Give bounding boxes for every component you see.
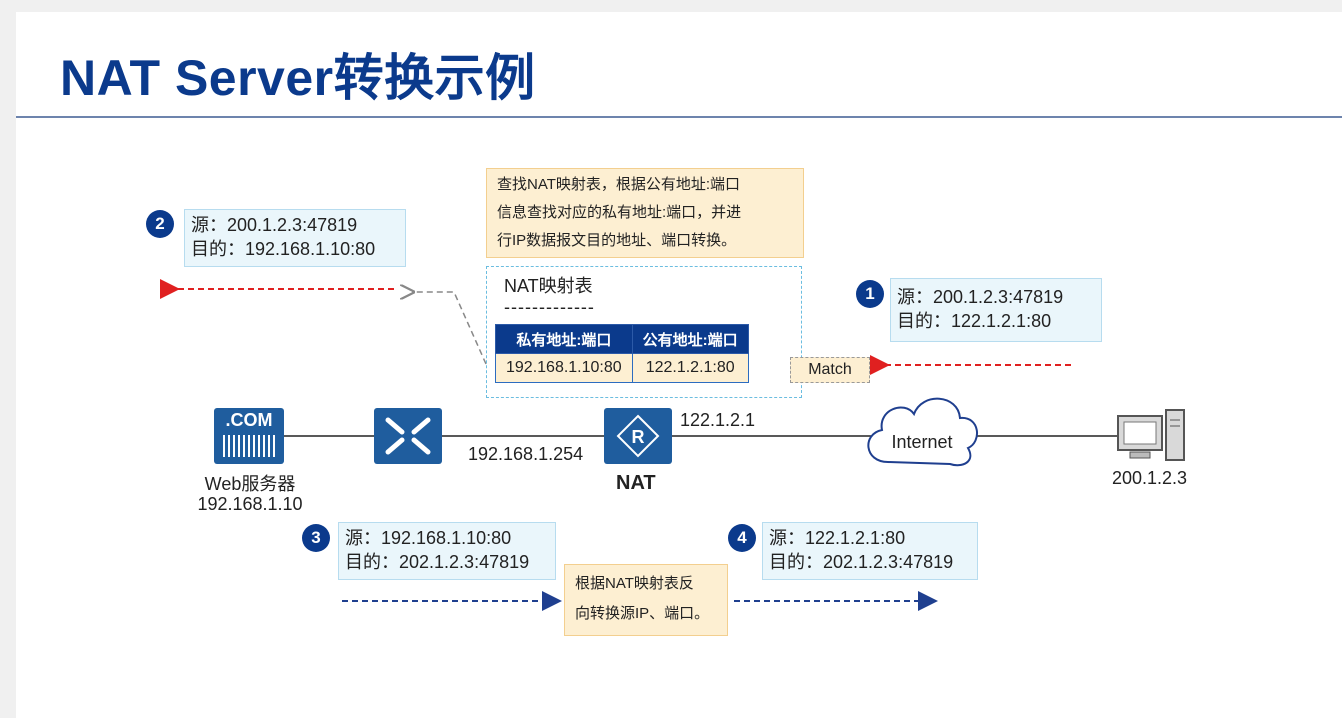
- nat-mapping-table: 私有地址:端口 公有地址:端口 192.168.1.10:80 122.1.2.…: [495, 324, 749, 383]
- note-line: 信息查找对应的私有地址:端口，并进: [497, 204, 742, 221]
- table-row: 192.168.1.10:80 122.1.2.1:80: [495, 353, 749, 383]
- step-3-info: 源：192.168.1.10:80 目的：202.1.2.3:47819: [338, 522, 556, 580]
- table-cell: 192.168.1.10:80: [495, 353, 633, 383]
- pc-icon: [1117, 409, 1185, 461]
- lookup-arrow: [412, 292, 487, 365]
- lookup-note: 查找NAT映射表，根据公有地址:端口 信息查找对应的私有地址:端口，并进 行IP…: [486, 168, 804, 258]
- pc-ip: 200.1.2.3: [1112, 468, 1188, 488]
- diagram-canvas: [160, 279, 1118, 611]
- server-rack-stripes: [223, 435, 275, 457]
- nat-table-label: NAT映射表: [504, 276, 593, 296]
- nat-table-separator: -------------: [504, 297, 595, 317]
- step-1-info: 源：200.1.2.3:47819 目的：122.1.2.1:80: [890, 278, 1102, 342]
- web-server-ip: 192.168.1.10: [197, 494, 303, 514]
- nat-table-frame: [486, 266, 802, 398]
- slide: NAT Server转换示例: [16, 12, 1342, 718]
- note-line: 查找NAT映射表，根据公有地址:端口: [497, 176, 741, 193]
- note-line: 向转换源IP、端口。: [575, 605, 710, 622]
- nat-device-name: NAT: [616, 472, 656, 494]
- step-4-badge: 4: [728, 524, 756, 552]
- step-3-badge: 3: [302, 524, 330, 552]
- web-server-icon: .COM: [214, 408, 284, 464]
- step-1-badge: 1: [856, 280, 884, 308]
- reverse-note: 根据NAT映射表反 向转换源IP、端口。: [564, 564, 728, 636]
- table-header-row: 私有地址:端口 公有地址:端口: [495, 324, 749, 354]
- table-cell: 122.1.2.1:80: [631, 353, 749, 383]
- server-icon-label: .COM: [225, 410, 273, 430]
- web-server-name: Web服务器: [204, 474, 296, 494]
- step-2-info: 源：200.1.2.3:47819 目的：192.168.1.10:80: [184, 209, 406, 267]
- table-header: 私有地址:端口: [495, 324, 633, 354]
- step-2-src: 源：200.1.2.3:47819: [191, 215, 358, 235]
- internet-cloud-icon: [867, 397, 978, 467]
- title-divider: [16, 116, 1342, 118]
- step-4-info: 源：122.1.2.1:80 目的：202.1.2.3:47819: [762, 522, 978, 580]
- match-label: Match: [790, 357, 870, 383]
- nat-public-ip: 122.1.2.1: [680, 410, 756, 430]
- note-line: 行IP数据报文目的地址、端口转换。: [497, 232, 737, 249]
- router-glyph-icon: R: [616, 414, 660, 458]
- page-title: NAT Server转换示例: [60, 50, 536, 106]
- router-glyph-text: R: [632, 427, 645, 447]
- note-line: 根据NAT映射表反: [575, 575, 694, 592]
- switch-icon: [374, 408, 442, 464]
- step-3-dst: 目的：202.1.2.3:47819: [345, 552, 530, 572]
- step-4-src: 源：122.1.2.1:80: [769, 528, 906, 548]
- switch-ip: 192.168.1.254: [468, 444, 584, 464]
- internet-label: Internet: [891, 432, 953, 452]
- step-1-dst: 目的：122.1.2.1:80: [897, 311, 1052, 331]
- step-2-dst: 目的：192.168.1.10:80: [191, 239, 376, 259]
- step-3-src: 源：192.168.1.10:80: [345, 528, 512, 548]
- step-1-src: 源：200.1.2.3:47819: [897, 287, 1064, 307]
- nat-router-icon: R: [604, 408, 672, 464]
- switch-arrows-icon: [385, 417, 431, 455]
- table-header: 公有地址:端口: [631, 324, 749, 354]
- step-4-dst: 目的：202.1.2.3:47819: [769, 552, 954, 572]
- step-2-badge: 2: [146, 210, 174, 238]
